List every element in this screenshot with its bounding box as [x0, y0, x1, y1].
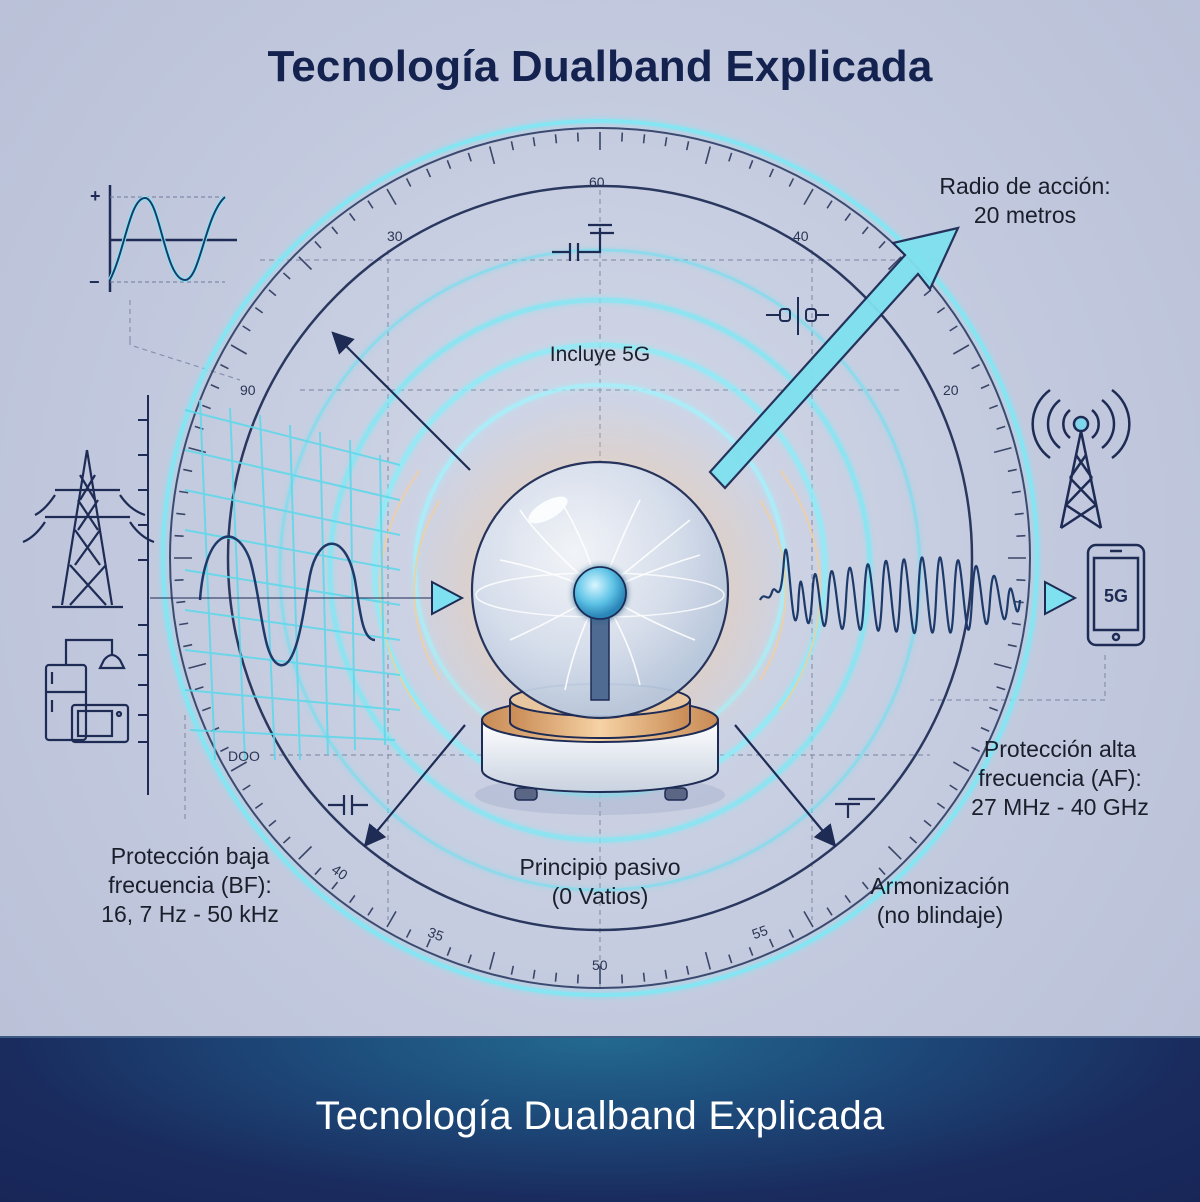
hf-line3: 27 MHz - 40 GHz: [940, 793, 1180, 822]
lf-line3: 16, 7 Hz - 50 kHz: [60, 900, 320, 929]
harmonization-annotation: Armonización (no blindaje): [830, 872, 1050, 930]
passive-line2: (0 Vatios): [480, 882, 720, 911]
dial-label-50: 50: [592, 957, 608, 973]
dial-label-90: 90: [240, 382, 256, 398]
phone-5g-label: 5G: [1104, 586, 1128, 606]
minus-sign: −: [89, 272, 100, 293]
dial-label-30: 30: [387, 228, 403, 244]
power-tower-icon: [23, 450, 154, 607]
cell-tower-icon: [1033, 390, 1130, 528]
harmonization-line2: (no blindaje): [830, 901, 1050, 930]
dial-label-doo: DOO: [228, 748, 260, 764]
dial-label-40: 40: [793, 228, 809, 244]
capacitor-symbol-icon: [328, 795, 368, 815]
high-frequency-annotation: Protección alta frecuencia (AF): 27 MHz …: [940, 735, 1180, 822]
footer-banner-title: Tecnología Dualband Explicada: [0, 1094, 1200, 1139]
transistor-symbol-icon: [552, 225, 614, 261]
dial-label-20: 20: [943, 382, 959, 398]
appliances-icon: [46, 640, 128, 742]
harmonization-line1: Armonización: [830, 872, 1050, 901]
range-line1: Radio de acción:: [900, 172, 1150, 201]
lf-line1: Protección baja: [60, 842, 320, 871]
includes-5g-label: Incluye 5G: [500, 340, 700, 369]
sine-graph-icon: [110, 185, 237, 292]
footer-banner: Tecnología Dualband Explicada: [0, 1036, 1200, 1202]
hf-line2: frecuencia (AF):: [940, 764, 1180, 793]
passive-principle-annotation: Principio pasivo (0 Vatios): [480, 853, 720, 911]
dial-label-60: 60: [589, 174, 605, 190]
plasma-globe-icon: [472, 462, 728, 815]
range-arrow: [710, 228, 958, 488]
plus-sign: +: [90, 186, 101, 207]
hf-line1: Protección alta: [940, 735, 1180, 764]
low-frequency-annotation: Protección baja frecuencia (BF): 16, 7 H…: [60, 842, 320, 929]
range-line2: 20 metros: [900, 201, 1150, 230]
lf-mesh: [185, 400, 400, 760]
passive-line1: Principio pasivo: [480, 853, 720, 882]
range-annotation: Radio de acción: 20 metros: [900, 172, 1150, 230]
lf-line2: frecuencia (BF):: [60, 871, 320, 900]
high-frequency-wave: [760, 550, 1020, 633]
